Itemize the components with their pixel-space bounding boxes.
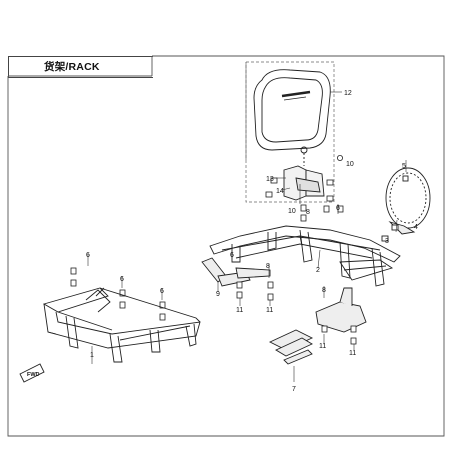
callout-6-front-mid: 6: [120, 276, 124, 283]
callout-1: 1: [90, 352, 94, 359]
diagram-frame: [7, 55, 445, 437]
callout-6-rear-right: 6: [336, 205, 340, 212]
callout-6-front-right: 6: [160, 288, 164, 295]
callout-11-rear-mid: 11: [266, 307, 273, 314]
callout-6-front-left: 6: [86, 252, 90, 259]
callout-9: 9: [216, 291, 220, 298]
rack-pads: [268, 329, 314, 365]
callout-8-rear-mid: 8: [266, 263, 270, 270]
forward-arrow-tag: FWD: [19, 363, 45, 383]
callout-7: 7: [292, 386, 296, 393]
callout-12: 12: [344, 90, 352, 97]
leader-lines: [87, 91, 407, 382]
callout-5: 5: [402, 163, 406, 170]
rear-right-bracket: [315, 287, 367, 333]
callout-labels: 1 2 3 4 5 6 6 6 6 6 7 8 8 8 9 10 10 11 1…: [86, 90, 418, 393]
front-rack-frame: [42, 287, 201, 363]
callout-3: 3: [385, 238, 389, 245]
callout-8-rear-right: 8: [322, 287, 326, 294]
callout-10-left: 10: [288, 208, 296, 215]
backrest-pad: [253, 69, 331, 151]
callout-6-rear-left: 6: [230, 252, 234, 259]
forward-tag-text: FWD: [27, 372, 40, 378]
callout-2: 2: [316, 267, 320, 274]
title-tab: [8, 56, 153, 78]
reflector-disk: [381, 167, 431, 242]
rear-rack-frame: [209, 225, 401, 287]
backrest-inset-box: [245, 61, 335, 203]
callout-4: 4: [414, 224, 418, 231]
callout-10-right: 10: [346, 161, 354, 168]
diagram-title: 货架/RACK: [44, 61, 100, 73]
rear-left-bracket: [201, 257, 271, 287]
callout-11-bracket: 11: [319, 343, 326, 350]
callout-8-bracket: 8: [306, 209, 310, 216]
callout-11-bracket-right: 11: [349, 350, 356, 357]
backrest-bracket: [283, 146, 325, 201]
callout-13: 13: [266, 176, 274, 183]
callout-11-rear-left: 11: [236, 307, 243, 314]
fastener-stacks: [70, 267, 357, 345]
callout-14: 14: [276, 188, 284, 195]
